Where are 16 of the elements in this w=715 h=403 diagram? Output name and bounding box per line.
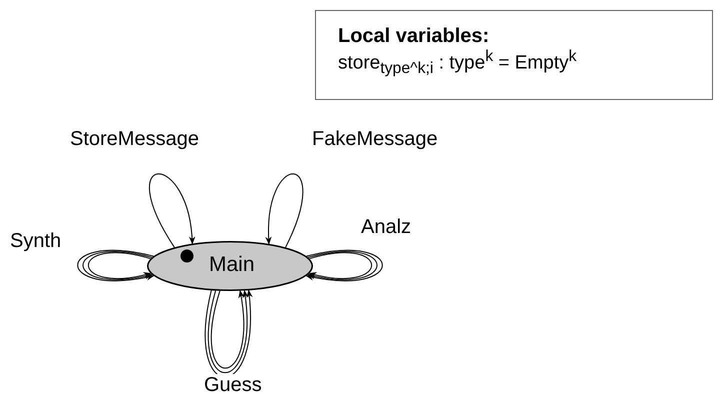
variables-box (315, 10, 713, 100)
loop-arrow (82, 251, 153, 280)
loop-arrow (307, 251, 378, 280)
edge-label: Synth (10, 230, 62, 252)
loop-arrow (149, 173, 195, 248)
edge-label: FakeMessage (312, 128, 438, 150)
loop-arrow (88, 252, 152, 280)
loop-arrow (266, 173, 304, 248)
edge-label: StoreMessage (70, 128, 199, 150)
state-name: Main (209, 253, 255, 276)
box-heading: Local variables: (338, 25, 490, 48)
loop-arrow (77, 250, 154, 282)
loop-arrow (306, 250, 383, 282)
loop-arrow (308, 252, 372, 280)
state-ellipse (147, 241, 313, 291)
formula-text: store$_{type^k;i}$ : type$^{k}$ = Empty$^{k}$ (338, 48, 577, 78)
